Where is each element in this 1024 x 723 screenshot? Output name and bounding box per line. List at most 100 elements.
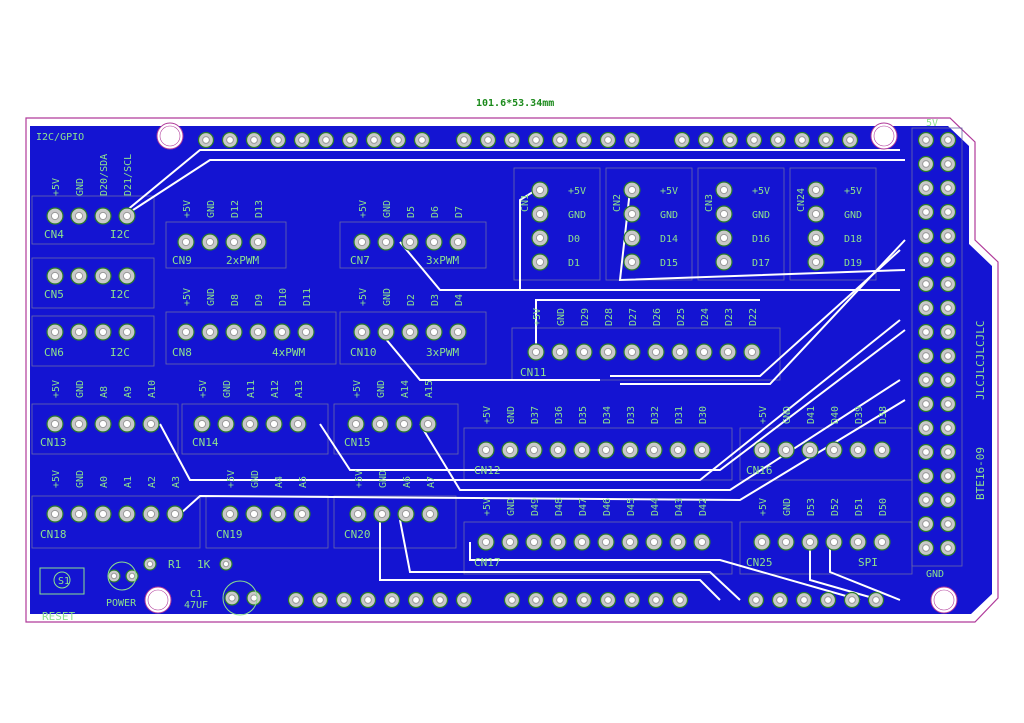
pin-label-cn4-1: GND [75,178,86,196]
connector-frame-cn8 [165,311,337,365]
pin-label-cn8-2: D8 [230,294,241,306]
top-pad-a-8-hole [394,136,402,144]
header-left-pad-10-hole [922,376,930,384]
pin-label-cn17-8: D43 [674,498,685,516]
connector-frame-cn4 [31,195,155,245]
pad-cn17-3-hole [553,537,563,547]
pin-label-cn18-2: A0 [99,476,110,488]
pad-cn11-7-hole [699,347,709,357]
trace-13 [379,520,721,601]
pin-label-cn13-3: A9 [123,386,134,398]
r1-value: 1K [197,558,211,571]
pin-label-cn18-4: A2 [147,476,158,488]
pad-cn7-3-hole [429,237,439,247]
spi-label: SPI [858,556,878,569]
pad-cn7-1-hole [381,237,391,247]
pad-cn16-4-hole [853,445,863,455]
header-left-pad-15-hole [922,496,930,504]
reset-switch-button [53,571,71,589]
bottom-pad-c-5-hole [872,596,880,604]
connector-frame-cn14 [181,403,329,455]
r1-pad-b-hole [222,560,230,568]
pad-cn11-6-hole [675,347,685,357]
pad-cn24-1-hole [811,209,821,219]
header-right-pad-13-hole [944,448,952,456]
c1-pad-b-hole [250,594,258,602]
serial-pin-cn24-2: D18 [844,234,862,245]
serial-ref-cn3: CN3 [704,194,715,212]
header-right-pad-10-hole [944,376,952,384]
top-pad-b-2-hole [508,136,516,144]
pin-label-cn12-6: D33 [626,406,637,424]
bottom-pad-b-3-hole [580,596,588,604]
pin-label-cn10-1: GND [382,288,393,306]
trace-8 [379,331,600,381]
pad-cn25-2-hole [805,537,815,547]
pad-cn11-3-hole [603,347,613,357]
pad-cn3-1-hole [719,209,729,219]
header-right-pad-1-hole [944,160,952,168]
connector-ref-cn14: CN14 [192,436,219,449]
pin-label-cn20-2: A6 [402,476,413,488]
connector-type-cn7: 3xPWM [426,254,459,267]
serial-pin-cn1-3: D1 [568,258,580,269]
pad-cn12-6-hole [625,445,635,455]
c1-value: 47UF [184,600,208,611]
header-right-pad-9-hole [944,352,952,360]
pin-label-cn12-0: +5V [482,406,493,424]
s1-ref: S1 [58,576,70,587]
serial-pin-cn3-3: D17 [752,258,770,269]
pad-cn7-4-hole [453,237,463,247]
power-led [107,561,137,591]
pin-label-cn14-2: A11 [246,380,257,398]
connector-ref-cn10: CN10 [350,346,377,359]
pin-label-cn19-3: A5 [298,476,309,488]
pad-cn5-3-hole [122,271,132,281]
i2c-gpio-header: I2C/GPIO [36,132,84,143]
top-pad-b-4-hole [556,136,564,144]
pad-cn14-3-hole [269,419,279,429]
pin-label-cn14-1: GND [222,380,233,398]
bottom-pad-a-6-hole [436,596,444,604]
bottom-pad-b-0-hole [508,596,516,604]
capacitor-c1 [222,580,258,616]
bottom-pad-b-1-hole [532,596,540,604]
trace-4 [535,299,760,352]
dimension-label: 101.6*53.34mm [476,98,554,109]
pin-label-cn15-0: +5V [352,380,363,398]
pad-cn4-0-hole [50,211,60,221]
pin-label-cn15-3: A15 [424,380,435,398]
pin-label-cn8-5: D11 [302,288,313,306]
pad-cn20-3-hole [425,509,435,519]
top-pad-a-3-hole [274,136,282,144]
header-right-pad-16-hole [944,520,952,528]
pad-cn12-4-hole [577,445,587,455]
pad-cn12-7-hole [649,445,659,455]
connector-ref-cn13: CN13 [40,436,67,449]
serial-pin-cn3-2: D16 [752,234,770,245]
connector-ref-cn5: CN5 [44,288,64,301]
mounting-hole-inner-3 [933,589,955,611]
pad-cn9-3-hole [253,237,263,247]
pin-label-cn18-0: +5V [51,470,62,488]
reset-label: RESET [42,610,75,623]
pad-cn2-0-hole [627,185,637,195]
pin-label-cn9-1: GND [206,200,217,218]
pad-cn13-2-hole [98,419,108,429]
serial-ref-cn24: CN24 [796,188,807,212]
pin-label-cn8-4: D10 [278,288,289,306]
serial-pin-cn2-3: D15 [660,258,678,269]
mounting-hole-inner-1 [873,125,895,147]
pad-cn24-2-hole [811,233,821,243]
trace-17 [829,542,901,601]
pad-cn11-0-hole [531,347,541,357]
pad-cn19-0-hole [225,509,235,519]
top-pad-a-1-hole [226,136,234,144]
pin-label-cn17-7: D44 [650,498,661,516]
top-pad-b-1-hole [484,136,492,144]
pad-cn8-1-hole [205,327,215,337]
top-pad-c-6-hole [822,136,830,144]
pad-cn15-3-hole [423,419,433,429]
pin-label-cn25-0: +5V [758,498,769,516]
